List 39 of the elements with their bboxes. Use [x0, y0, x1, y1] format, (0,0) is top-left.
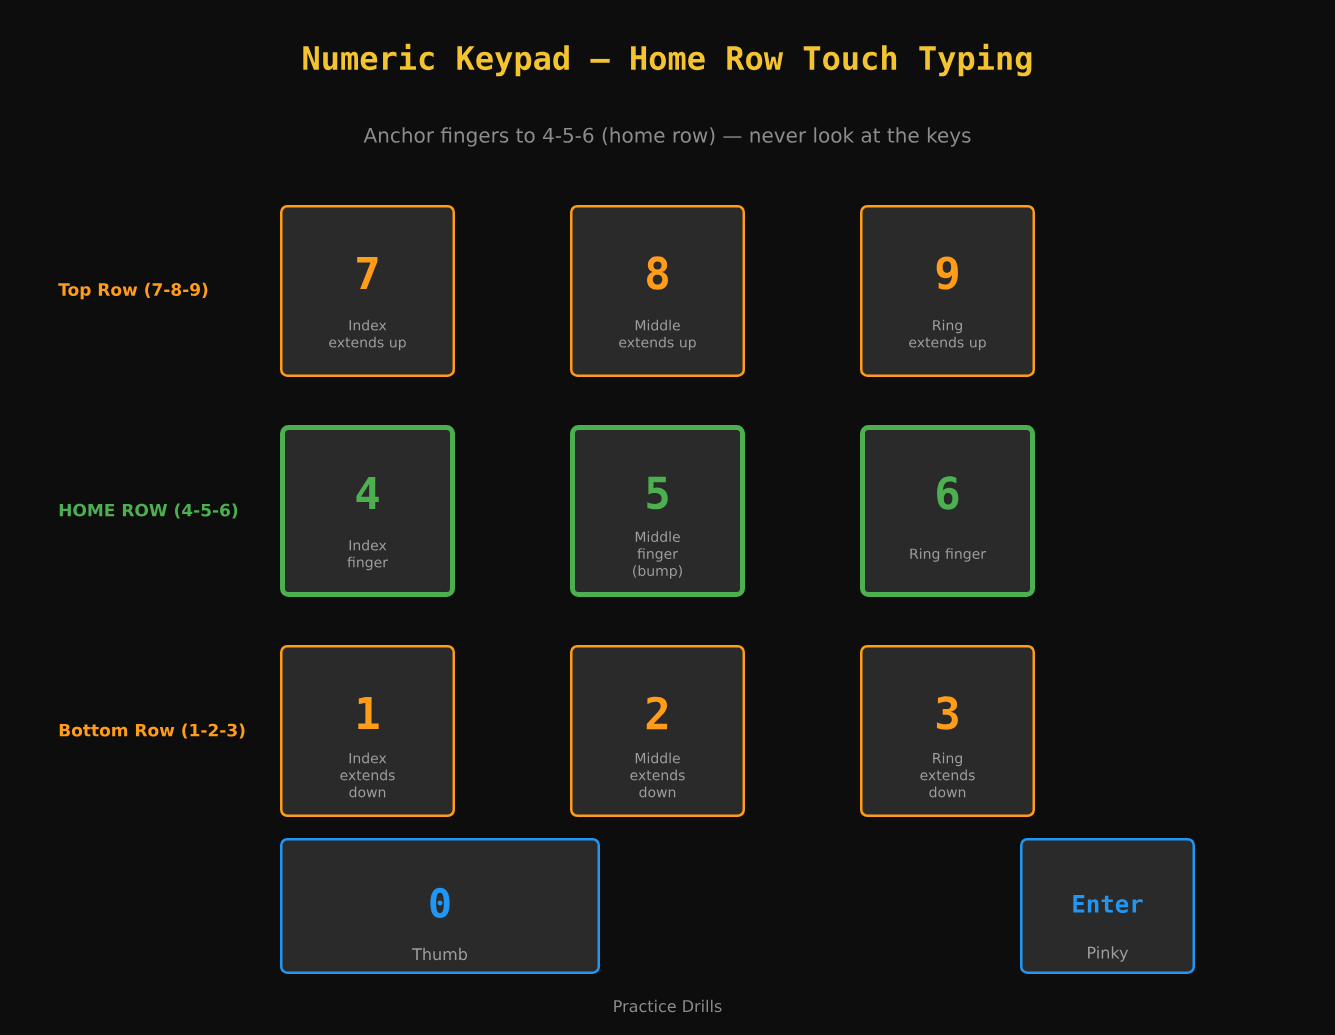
finger-hint: Thumb [412, 947, 468, 961]
key [280, 205, 455, 377]
key [280, 645, 455, 817]
key [570, 205, 745, 377]
key-label: 1 [358, 696, 379, 730]
key [280, 838, 600, 974]
key [280, 425, 455, 597]
key-label: Enter [1073, 895, 1143, 913]
key [860, 205, 1035, 377]
finger-hint: Index extends up [329, 319, 406, 351]
key-label: 6 [937, 476, 959, 510]
key-label: 9 [936, 256, 958, 290]
finger-hint: Ring extends up [909, 319, 986, 351]
finger-hint: Pinky [1088, 946, 1129, 962]
row-label: Bottom Row (1-2-3) [59, 723, 245, 739]
key-label: 0 [430, 887, 450, 919]
finger-hint: Index finger [347, 539, 388, 571]
key [570, 645, 745, 817]
row-label: HOME ROW (4-5-6) [59, 503, 238, 519]
finger-hint: Index extends down [340, 752, 395, 798]
finger-hint: Middle finger (bump) [633, 531, 682, 579]
row-label: Top Row (7-8-9) [58, 282, 208, 300]
finger-hint: Ring extends down [920, 752, 975, 798]
finger-hint: Middle extends up [619, 319, 696, 351]
key [570, 425, 745, 597]
subtitle: Anchor fingers to 4-5-6 (home row) — never look at the keys [363, 127, 971, 147]
key-label: 7 [357, 256, 378, 290]
key-label: 5 [647, 476, 668, 510]
key-label: 8 [647, 256, 668, 290]
footer-text: Practice Drills [614, 999, 722, 1013]
finger-hint: Middle extends down [630, 752, 685, 798]
title: Numeric Keypad — Home Row Touch Typing [303, 43, 1032, 77]
key-label: 2 [646, 696, 668, 730]
key [860, 645, 1035, 817]
key [860, 425, 1035, 597]
key-label: 4 [356, 476, 379, 510]
finger-hint: Ring finger [910, 548, 986, 562]
key-label: 3 [936, 696, 958, 730]
key [1020, 838, 1195, 974]
